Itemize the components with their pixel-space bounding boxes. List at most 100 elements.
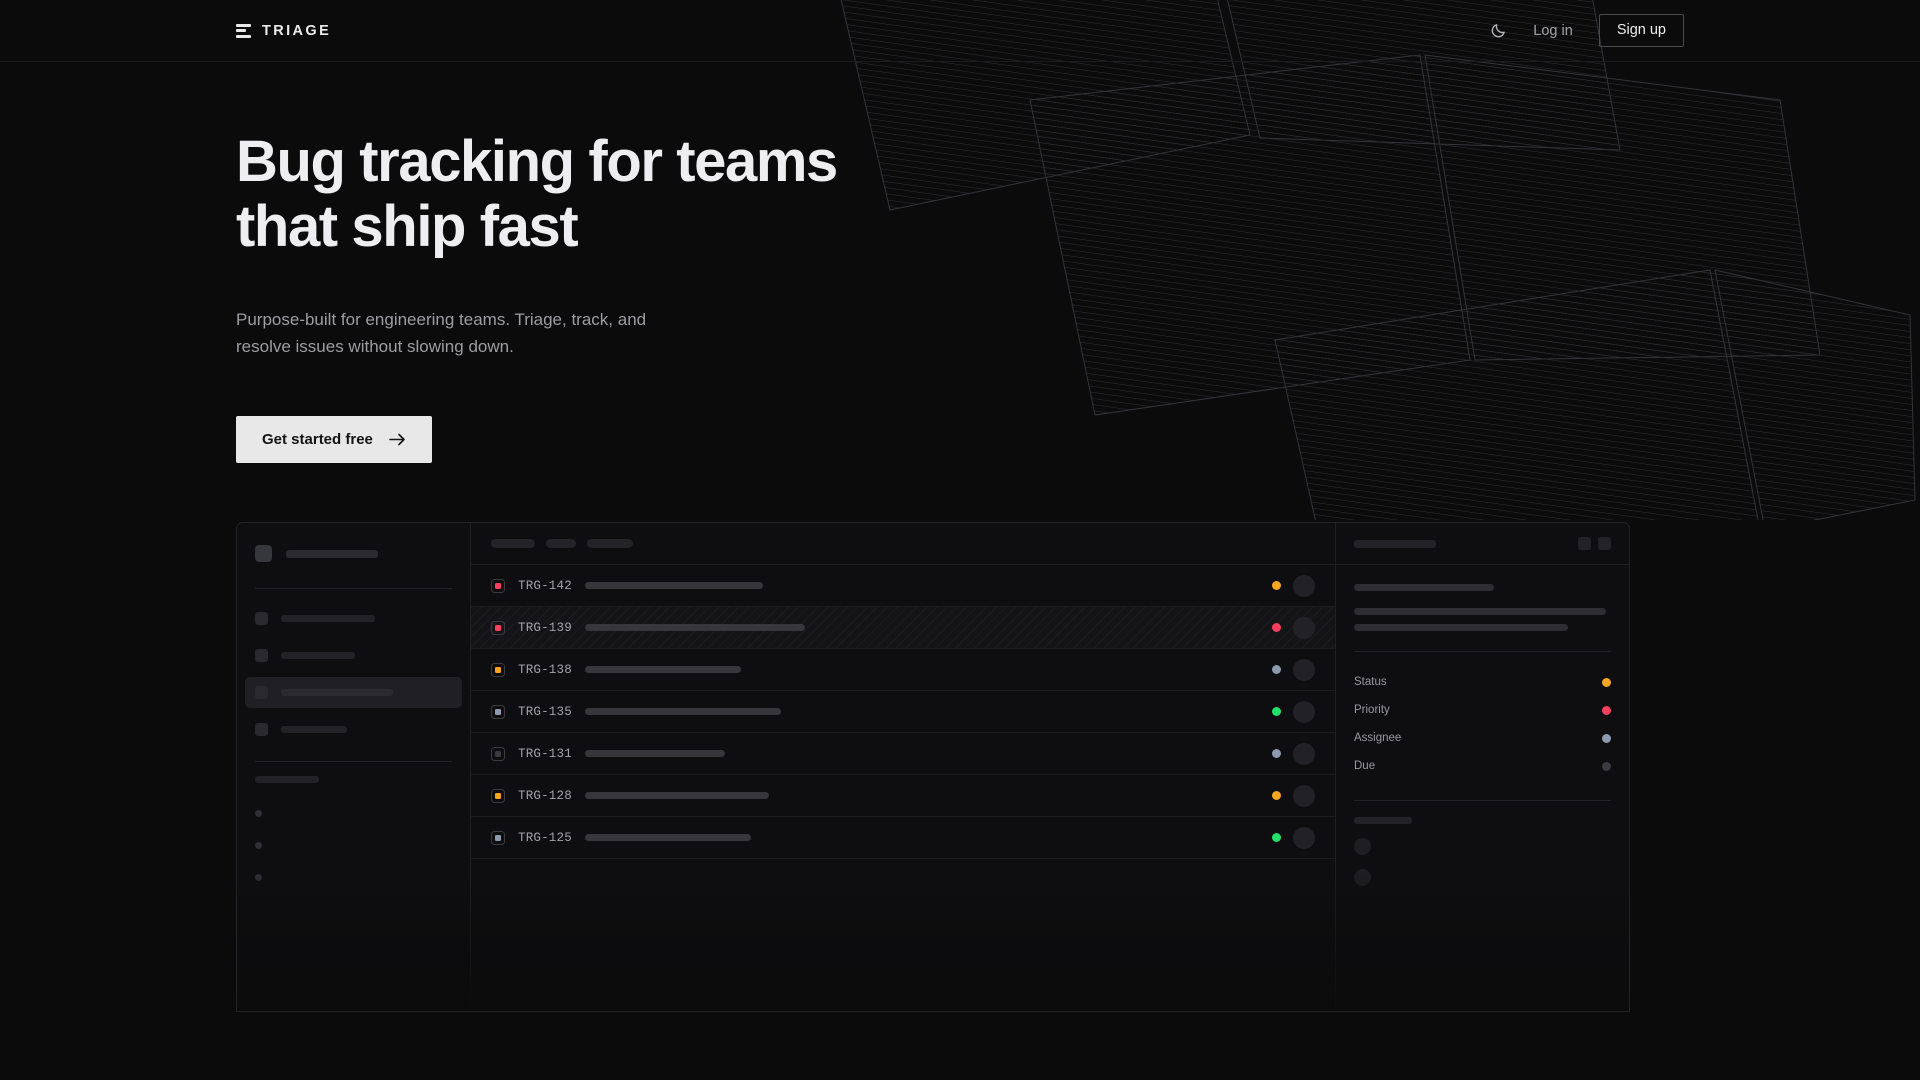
- mock-detail-header: [1336, 523, 1629, 565]
- mock-meta-label: Assignee: [1354, 732, 1402, 744]
- cta-label: Get started free: [262, 430, 373, 448]
- mock-meta-value-dot: [1602, 677, 1611, 687]
- status-dot: [1272, 581, 1281, 590]
- get-started-button[interactable]: Get started free: [236, 415, 432, 463]
- issue-id: TRG-128: [518, 788, 572, 803]
- mock-issue-row[interactable]: TRG-135: [471, 691, 1335, 733]
- mock-detail-text-line: [1354, 624, 1568, 631]
- mock-sidebar-item[interactable]: [245, 677, 462, 708]
- mock-detail-divider-2: [1354, 800, 1611, 801]
- mock-brand-skeleton: [286, 549, 378, 558]
- mock-list-toolbar: [471, 523, 1335, 565]
- mock-meta-row[interactable]: Status: [1354, 668, 1611, 696]
- issue-row-meta: [1272, 574, 1315, 597]
- issue-id: TRG-125: [518, 830, 572, 845]
- issue-title-skeleton: [585, 708, 781, 715]
- issue-title-skeleton: [585, 750, 725, 757]
- mock-toolbar-pill[interactable]: [491, 539, 535, 548]
- assignee-avatar: [1293, 742, 1315, 765]
- mock-footer-avatar: [1354, 869, 1371, 886]
- mock-meta-value-dot: [1602, 705, 1611, 715]
- mock-logo-placeholder: [255, 545, 272, 562]
- mock-issue-row[interactable]: TRG-139: [471, 607, 1335, 649]
- issue-row-meta: [1272, 700, 1315, 723]
- mock-sidebar-item[interactable]: [245, 640, 462, 671]
- issue-id: TRG-139: [518, 620, 572, 635]
- issue-id: TRG-142: [518, 578, 572, 593]
- issue-id: TRG-138: [518, 662, 572, 677]
- mock-detail-action-button[interactable]: [1598, 537, 1611, 550]
- priority-indicator-icon: [491, 662, 505, 677]
- mock-meta-label: Due: [1354, 760, 1376, 772]
- mock-detail-heading-skeleton: [1354, 584, 1494, 591]
- mock-nav-label: [281, 652, 355, 659]
- priority-indicator-icon: [491, 704, 505, 719]
- mock-issue-row[interactable]: TRG-142: [471, 565, 1335, 607]
- mock-meta-row[interactable]: Assignee: [1354, 724, 1611, 752]
- issue-row-meta: [1272, 616, 1315, 639]
- mock-sidebar-item[interactable]: [245, 603, 462, 634]
- nav-actions: Log in Sign up: [1490, 14, 1684, 47]
- status-dot: [1272, 707, 1281, 716]
- mock-nav-icon: [255, 649, 268, 662]
- mock-footer-avatar: [1354, 838, 1371, 855]
- mock-issue-row[interactable]: TRG-131: [471, 733, 1335, 775]
- mock-sidebar-subitem[interactable]: [255, 835, 452, 856]
- mock-detail-action-button[interactable]: [1578, 537, 1591, 550]
- priority-indicator-icon: [491, 578, 505, 593]
- login-link[interactable]: Log in: [1533, 22, 1573, 39]
- issue-title-skeleton: [585, 666, 741, 673]
- issue-row-meta: [1272, 784, 1315, 807]
- mock-meta-value-dot: [1602, 761, 1611, 771]
- status-dot: [1272, 665, 1281, 674]
- mock-detail-divider: [1354, 651, 1611, 652]
- mock-issue-row[interactable]: TRG-125: [471, 817, 1335, 859]
- brand-logo[interactable]: TRIAGE: [236, 23, 331, 39]
- mock-meta-row[interactable]: Due: [1354, 752, 1611, 780]
- signup-button[interactable]: Sign up: [1598, 14, 1684, 47]
- hero-section: Bug tracking for teams that ship fast Pu…: [0, 62, 1920, 463]
- mock-sidebar-subitem[interactable]: [255, 803, 452, 824]
- mock-subitem-dot: [255, 874, 262, 881]
- mock-detail-actions: [1578, 537, 1611, 550]
- issue-row-meta: [1272, 658, 1315, 681]
- mock-detail-footer: [1354, 817, 1611, 886]
- mock-toolbar-pill[interactable]: [546, 539, 576, 548]
- top-navigation: TRIAGE Log in Sign up: [0, 0, 1920, 62]
- moon-icon[interactable]: [1490, 22, 1507, 39]
- hero-heading: Bug tracking for teams that ship fast: [236, 129, 838, 259]
- issue-id: TRG-135: [518, 704, 572, 719]
- priority-indicator-icon: [491, 620, 505, 635]
- mock-subitem-dot: [255, 842, 262, 849]
- issue-title-skeleton: [585, 834, 751, 841]
- assignee-avatar: [1293, 616, 1315, 639]
- mock-footer-label: [1354, 817, 1412, 824]
- stacked-bars-icon: [236, 23, 251, 38]
- mock-issue-row[interactable]: TRG-138: [471, 649, 1335, 691]
- mock-sidebar-item[interactable]: [245, 714, 462, 745]
- mock-nav-icon: [255, 686, 268, 699]
- assignee-avatar: [1293, 574, 1315, 597]
- issue-title-skeleton: [585, 624, 805, 631]
- mock-meta-label: Status: [1354, 676, 1387, 688]
- mock-detail-text-lines: [1354, 608, 1611, 631]
- mock-sidebar: [237, 523, 471, 1011]
- mock-toolbar-pill[interactable]: [587, 539, 633, 548]
- assignee-avatar: [1293, 700, 1315, 723]
- issue-row-meta: [1272, 742, 1315, 765]
- issue-id: TRG-131: [518, 746, 572, 761]
- mock-nav-icon: [255, 723, 268, 736]
- mock-nav-label: [281, 615, 375, 622]
- mock-sidebar-subitem[interactable]: [255, 867, 452, 888]
- mock-meta-row[interactable]: Priority: [1354, 696, 1611, 724]
- assignee-avatar: [1293, 784, 1315, 807]
- mock-issue-row[interactable]: TRG-128: [471, 775, 1335, 817]
- status-dot: [1272, 833, 1281, 842]
- assignee-avatar: [1293, 826, 1315, 849]
